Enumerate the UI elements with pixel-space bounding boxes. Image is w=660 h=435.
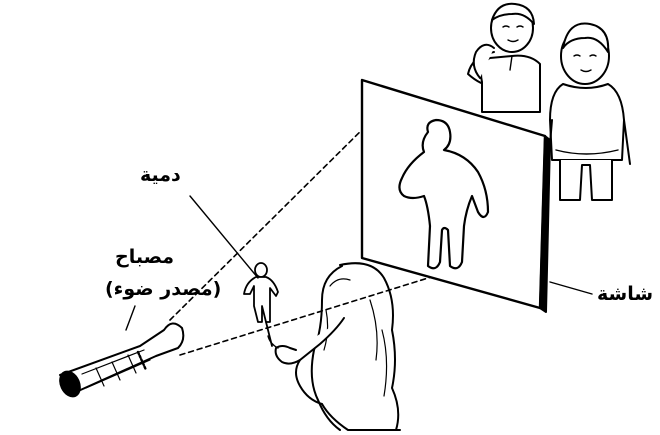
boy-left [468,4,540,112]
screen-label: شاشة [597,285,653,304]
screen-leader-line [550,282,592,294]
lamp-label: مصباح [115,248,174,267]
screen-panel [362,80,550,312]
lamp-sublabel: (مصدر ضوء) [105,280,221,299]
doll-label: دمية [140,166,181,185]
lamp-leader-line [126,306,135,330]
girl-figure [268,263,400,430]
flashlight [56,323,183,399]
boy-right [548,24,630,201]
lower-light-ray [180,265,470,355]
